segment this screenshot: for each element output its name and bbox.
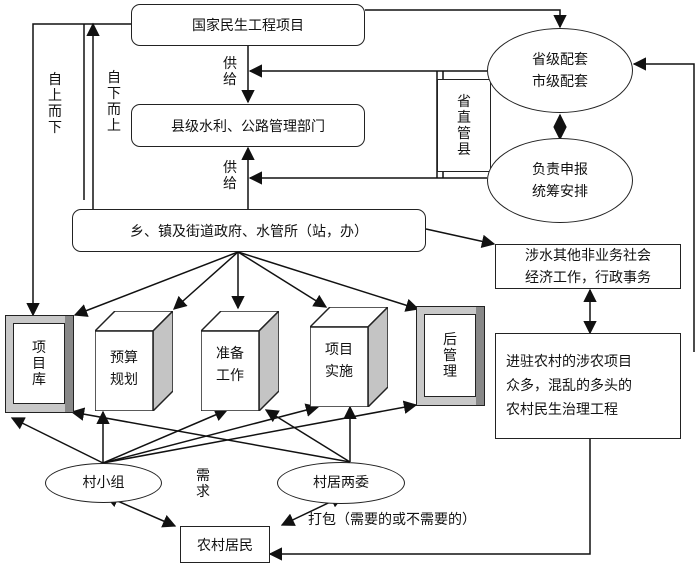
- edge-township-stage1: [73, 251, 239, 317]
- stage-project-library: 项目库: [5, 315, 74, 413]
- label-supply-bottom: 供给: [223, 160, 237, 192]
- province-direct-label: 省直管县: [457, 93, 471, 158]
- node-national-project: 国家民生工程项目: [131, 4, 365, 46]
- label-bottom-up: 自下而上: [107, 70, 121, 134]
- edge-chaos-province: [632, 57, 695, 352]
- edge-group-stage5: [102, 400, 418, 464]
- edge-national-province: [365, 9, 567, 29]
- stage-preparation: 准备 工作: [201, 311, 279, 411]
- node-other-affairs: 涉水其他非业务社会 经济工作，行政事务: [495, 244, 681, 289]
- edge-group-stage3: [102, 408, 229, 464]
- label-supply-top: 供给: [223, 56, 237, 88]
- edge-township-stage4: [237, 251, 328, 308]
- node-county-department: 县级水利、公路管理部门: [131, 104, 365, 147]
- stage-label: 后管理: [443, 331, 457, 380]
- edge-township-stage2: [172, 251, 239, 310]
- node-township-government: 乡、镇及街道政府、水管所（站，办）: [72, 209, 426, 252]
- stage-label: 项目库: [32, 339, 46, 388]
- node-village-committee: 村居两委: [277, 462, 405, 504]
- node-village-group: 村小组: [45, 463, 162, 503]
- edge-group-stage4: [102, 403, 320, 464]
- label-demand: 需求: [196, 468, 210, 500]
- label-top-down: 自上而下: [48, 72, 62, 136]
- edge-township-stage5: [237, 251, 420, 312]
- label-package: 打包（需要的或不需要的）: [308, 512, 476, 528]
- stage-label: 准备 工作: [216, 346, 244, 384]
- edge-top-down: [26, 23, 131, 317]
- stage-label: 项目 实施: [325, 342, 353, 380]
- edge-group-stage1: [10, 417, 104, 464]
- stage-label: 预算 规划: [110, 350, 138, 388]
- node-province-direct-county: 省直管县: [437, 79, 491, 172]
- node-rural-residents: 农村居民: [180, 526, 270, 563]
- node-chaotic-projects: 进驻农村的涉农项目 众多，混乱的多头的 农村民生治理工程: [495, 333, 681, 439]
- edge-chaos-residents: [268, 438, 591, 561]
- stage-post-management: 后管理: [416, 306, 485, 406]
- node-province-city-matching: 省级配套 市级配套: [487, 28, 633, 113]
- stage-budget-planning: 预算 规划: [95, 311, 173, 411]
- edge-committee-stage1: [70, 407, 351, 463]
- edge-committee-stage3: [264, 409, 351, 463]
- stage-implementation: 项目 实施: [310, 307, 388, 407]
- edge-township-other: [425, 228, 496, 248]
- node-report-coordinate: 负责申报 统筹安排: [487, 138, 633, 223]
